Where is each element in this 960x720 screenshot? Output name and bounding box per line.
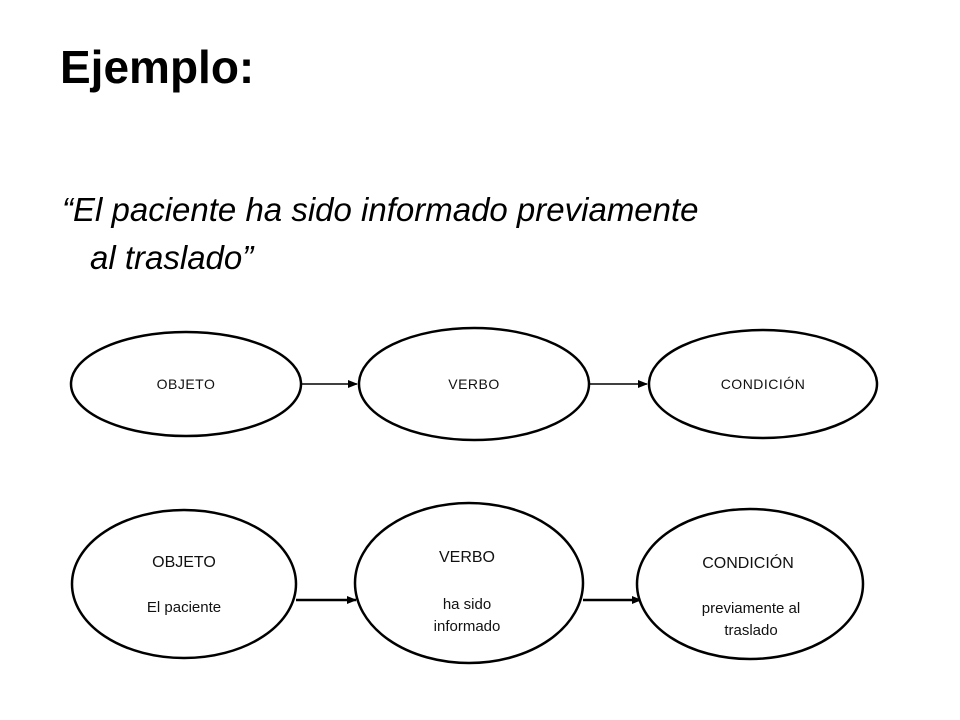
example-node-verbo-label: VERBO (439, 549, 495, 566)
slide-title: Ejemplo: (60, 41, 255, 93)
example-node-condicion-shape (635, 507, 865, 661)
quote-close-mark: ” (242, 239, 254, 276)
generic-node-objeto-label: OBJETO (157, 376, 216, 392)
quote-text-line-1: El paciente ha sido informado previament… (73, 191, 699, 228)
example-node-condicion-detail-1: previamente al (702, 600, 800, 617)
example-node-verbo-shape (353, 501, 585, 665)
generic-node-verbo-label: VERBO (448, 376, 500, 392)
quote-text-line-2: al traslado (90, 239, 243, 276)
example-node-condicion-detail-2: traslado (724, 622, 777, 639)
quote-open-mark: “ (62, 191, 73, 228)
generic-node-condicion-shape (647, 328, 879, 440)
example-node-objeto-shape (70, 508, 298, 660)
generic-row: OBJETO VERBO CONDICIÓN (69, 326, 879, 442)
example-quote: “El paciente ha sido informado previamen… (62, 186, 902, 282)
example-row: OBJETO El paciente VERBO ha sido informa… (70, 501, 865, 665)
example-node-verbo-detail-1: ha sido (443, 596, 491, 613)
example-node-objeto-label: OBJETO (152, 554, 216, 571)
quote-line-1: “El paciente ha sido informado previamen… (62, 186, 902, 234)
quote-line-2: al traslado” (62, 234, 902, 282)
example-node-verbo-detail-2: informado (434, 618, 501, 635)
generic-node-condicion-label: CONDICIÓN (721, 376, 806, 392)
example-node-condicion-label: CONDICIÓN (702, 553, 794, 572)
example-node-objeto-detail-1: El paciente (147, 599, 221, 616)
